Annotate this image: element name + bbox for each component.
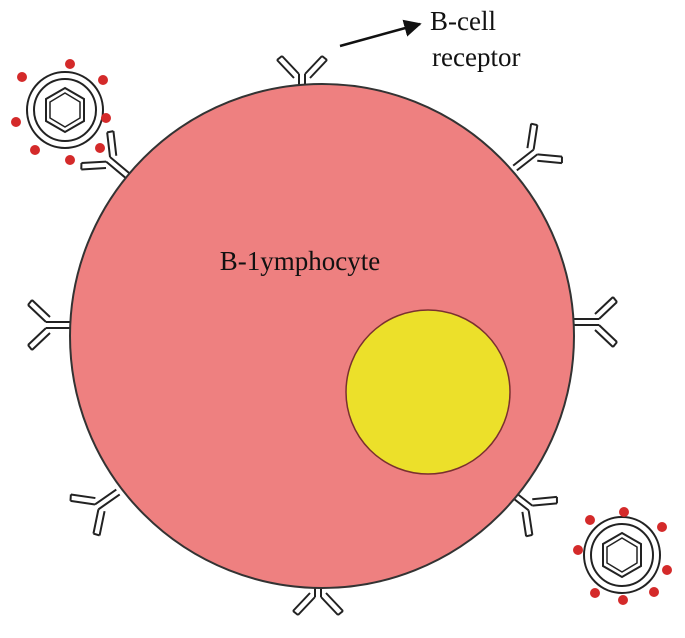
- cell-label: B-1ymphocyte: [220, 246, 380, 276]
- receptor-arrow: [339, 19, 422, 48]
- antigen-dots-top-left: [11, 59, 111, 165]
- antigen-particle-bottom-right: [573, 507, 672, 605]
- cell-body: [69, 83, 575, 589]
- antigen-dots-bottom-right: [573, 507, 672, 605]
- receptor-left: [27, 299, 73, 351]
- receptor-label-line1: B-cell: [430, 6, 496, 36]
- receptor-right: [572, 296, 618, 348]
- receptor-label-line2: receptor: [432, 42, 520, 72]
- nucleus: [345, 309, 511, 475]
- antigen-particle-top-left: [11, 59, 111, 165]
